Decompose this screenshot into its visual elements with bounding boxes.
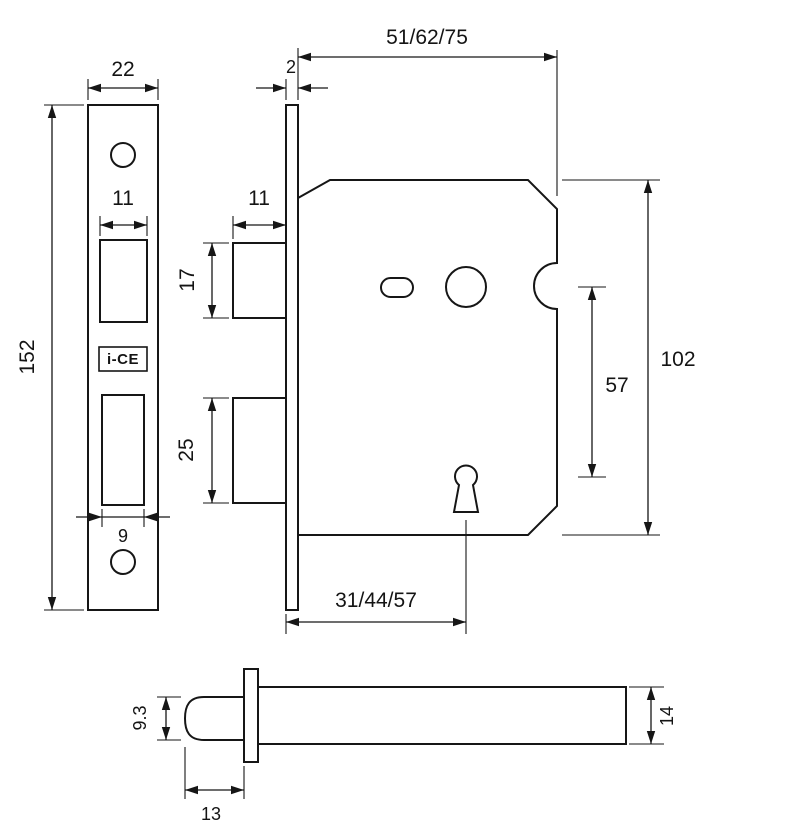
faceplate-front-view: i-CE (87, 104, 159, 611)
keyhole (452, 464, 480, 513)
dim-latch-bolt-height: 17 (176, 242, 229, 319)
follower-bar (257, 686, 627, 745)
dim-label-case-depth-options: 51/62/75 (386, 26, 468, 49)
dim-latch-cutout-width: 11 (99, 187, 148, 236)
dim-label-centres: 57 (605, 374, 628, 397)
deadbolt-cutout (101, 394, 145, 506)
dim-case-height: 102 (562, 179, 696, 536)
dim-label-bar-height: 14 (657, 706, 677, 726)
screw-hole-top (110, 142, 136, 168)
dim-plug-diameter: 9.3 (130, 696, 181, 741)
dim-label-latch-bolt-height: 17 (176, 268, 199, 291)
dim-label-faceplate-width: 22 (111, 58, 134, 81)
logo-box (98, 346, 148, 372)
dim-label-deadbolt-cutout-width: 9 (118, 526, 128, 546)
lock-case-side-view (232, 104, 558, 611)
dim-bar-height: 14 (629, 686, 677, 745)
dim-label-faceplate-height: 152 (16, 339, 39, 374)
dim-label-backset-options: 31/44/57 (335, 589, 417, 612)
follower-plug (183, 696, 245, 741)
dim-label-deadbolt-height: 25 (175, 438, 198, 461)
dim-label-latch-bolt-width: 11 (248, 187, 270, 210)
dim-label-case-height: 102 (660, 348, 695, 371)
faceplate-edge (285, 104, 299, 611)
follower-slot (380, 277, 414, 298)
dim-label-plug-diameter: 9.3 (130, 705, 150, 730)
latch-bolt (232, 242, 287, 319)
dim-plug-length: 13 (184, 747, 245, 824)
latch-cutout (99, 239, 148, 323)
dim-label-latch-cutout-width: 11 (112, 187, 134, 210)
dim-faceplate-width: 22 (87, 58, 159, 100)
dim-deadbolt-height: 25 (175, 397, 229, 504)
dim-case-depth-options: 51/62/75 (298, 26, 558, 196)
lock-case-outline (297, 179, 558, 536)
brand-logo: i-CE (107, 351, 139, 368)
dim-label-plug-length: 13 (201, 804, 221, 824)
screw-hole-bottom (110, 549, 136, 575)
dim-label-faceplate-thickness: 2 (286, 57, 296, 77)
spindle-hole (445, 266, 487, 308)
deadbolt (232, 397, 287, 504)
dim-deadbolt-cutout-width: 9 (76, 509, 170, 546)
dim-centres: 57 (578, 286, 629, 478)
dim-faceplate-height: 152 (16, 104, 84, 611)
follower-flange (243, 668, 259, 763)
follower-side-view (183, 668, 627, 763)
dim-latch-bolt-width: 11 (232, 187, 287, 239)
dim-backset-options: 31/44/57 (285, 520, 467, 634)
dim-faceplate-thickness: 2 (256, 48, 328, 100)
